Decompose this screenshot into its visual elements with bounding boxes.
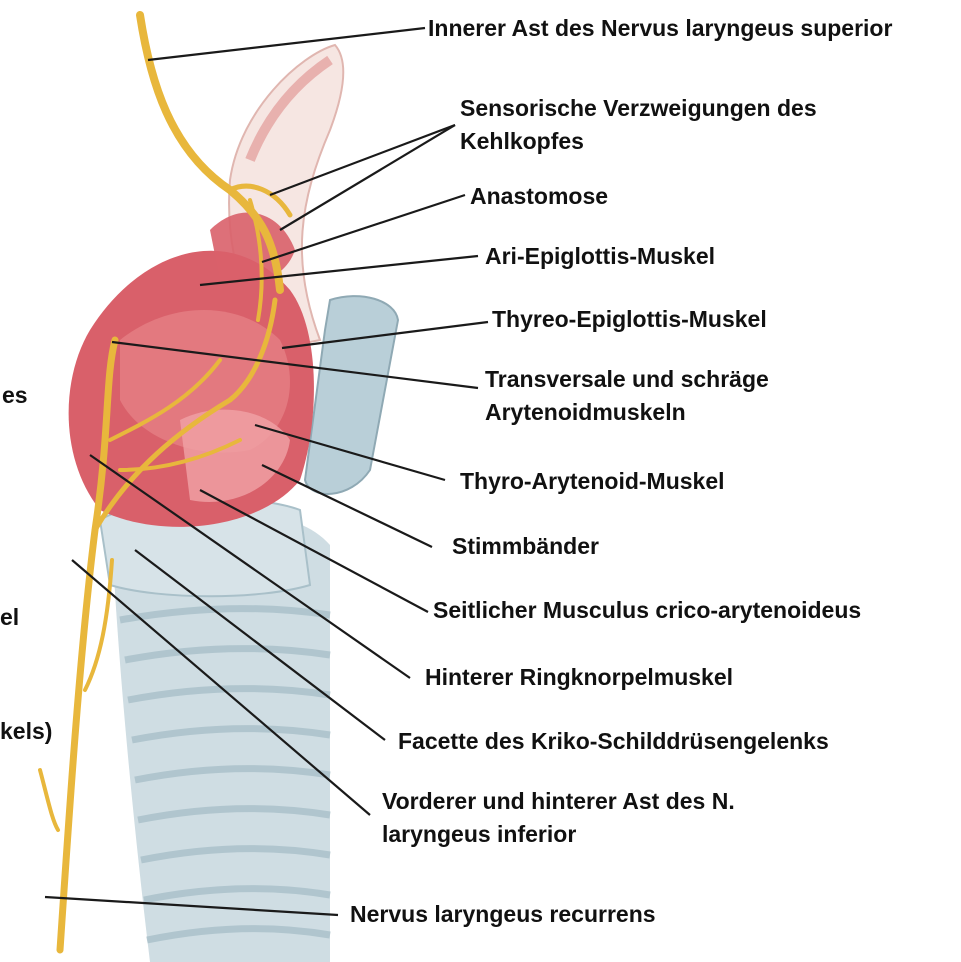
cut-label-1: es — [2, 379, 28, 412]
label-inferior-branches-line1: Vorderer und hinterer Ast des N. — [382, 785, 735, 818]
label-arytenoid-line1: Transversale und schräge — [485, 363, 769, 396]
cut-label-3: kels) — [0, 715, 52, 748]
label-arytenoid-muscles: Transversale und schräge Arytenoidmuskel… — [485, 363, 769, 429]
label-inner-branch-sln: Innerer Ast des Nervus laryngeus superio… — [428, 12, 892, 45]
thyroid-cartilage — [305, 296, 398, 494]
label-inferior-branches-line2: laryngeus inferior — [382, 818, 735, 851]
label-lateral-cricoarytenoid: Seitlicher Musculus crico-arytenoideus — [433, 594, 861, 627]
label-sensory-branches-line1: Sensorische Verzweigungen des — [460, 92, 817, 125]
label-ari-epiglottis: Ari-Epiglottis-Muskel — [485, 240, 715, 273]
label-vocal-cords: Stimmbänder — [452, 530, 599, 563]
label-arytenoid-line2: Arytenoidmuskeln — [485, 396, 769, 429]
label-cricothyroid-facet: Facette des Kriko-Schilddrüsengelenks — [398, 725, 829, 758]
label-sensory-branches: Sensorische Verzweigungen des Kehlkopfes — [460, 92, 817, 158]
label-posterior-cricoarytenoid: Hinterer Ringknorpelmuskel — [425, 661, 733, 694]
label-thyreo-epiglottis: Thyreo-Epiglottis-Muskel — [492, 303, 767, 336]
label-recurrent-nerve: Nervus laryngeus recurrens — [350, 898, 656, 931]
label-sensory-branches-line2: Kehlkopfes — [460, 125, 817, 158]
label-inferior-branches: Vorderer und hinterer Ast des N. larynge… — [382, 785, 735, 851]
cut-label-2: el — [0, 601, 19, 634]
label-anastomosis: Anastomose — [470, 180, 608, 213]
label-thyro-arytenoid: Thyro-Arytenoid-Muskel — [460, 465, 725, 498]
